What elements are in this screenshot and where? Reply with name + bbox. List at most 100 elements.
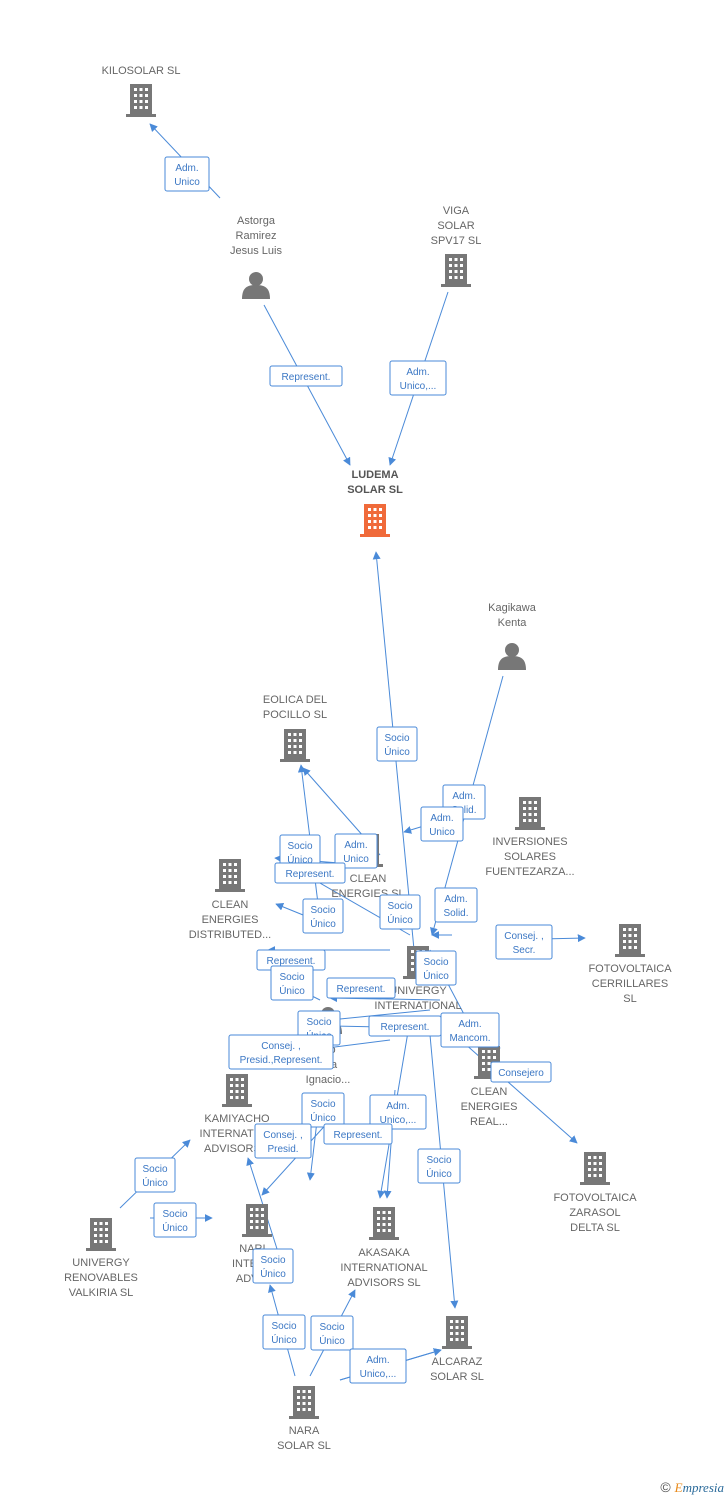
edge-label-box[interactable] [490, 1061, 552, 1083]
node-kilosolar[interactable]: KILOSOLAR SL [102, 65, 181, 117]
edge-label-box[interactable] [369, 1094, 427, 1130]
edge-label[interactable]: Adm.Unico,... [389, 360, 447, 396]
edge-label-text: Represent. [267, 956, 316, 967]
building-icon [442, 1316, 472, 1349]
edge-label[interactable]: Adm.Unico,... [349, 1348, 407, 1384]
edge-label-box[interactable] [417, 1148, 461, 1184]
edge-label-box[interactable] [274, 862, 346, 884]
building-icon [215, 859, 245, 892]
node-label: INTERNATIONAL [340, 1262, 427, 1274]
edge-label-box[interactable] [495, 924, 553, 960]
node-label: FUENTEZARZA... [485, 866, 574, 878]
edge-label-box[interactable] [415, 950, 457, 986]
edge-label-box[interactable] [376, 726, 418, 762]
node-clean-real[interactable]: CLEANENERGIESREAL... [461, 1046, 518, 1128]
brand-logo[interactable]: Empresia [674, 1480, 724, 1495]
edge-label[interactable]: Represent. [326, 977, 396, 999]
edge-label-box[interactable] [334, 833, 378, 869]
edge-label[interactable]: Represent. [323, 1123, 393, 1145]
node-label: CLEAN [350, 873, 387, 885]
edge-label[interactable]: Represent. [274, 862, 346, 884]
node-label: CERRILLARES [592, 978, 668, 990]
edge-label-text: Adm. [366, 1355, 389, 1366]
edge-label-text: Represent. [381, 1022, 430, 1033]
edge-label-box[interactable] [269, 365, 343, 387]
edge-label-box[interactable] [262, 1314, 306, 1350]
edge-label-text: Único [279, 984, 305, 997]
edge-label-text: Represent. [337, 984, 386, 995]
edge-label[interactable]: Adm.Unico [164, 156, 210, 192]
edge-label-box[interactable] [326, 977, 396, 999]
edge-label-text: Socio [306, 1017, 331, 1028]
edge-label[interactable]: Adm.Unico,... [369, 1094, 427, 1130]
edge-label-box[interactable] [420, 806, 464, 842]
edge-label-text: Adm. [430, 813, 453, 824]
person-icon [498, 643, 526, 670]
edge-label[interactable]: Consej. ,Presid. [254, 1123, 312, 1159]
node-label: FOTOVOLTAICA [588, 963, 672, 975]
edge-label-box[interactable] [389, 360, 447, 396]
edge-label-box[interactable] [349, 1348, 407, 1384]
edge-label-box[interactable] [153, 1202, 197, 1238]
edge-label[interactable]: Adm.Unico [334, 833, 378, 869]
edge-label[interactable]: Consejero [490, 1061, 552, 1083]
edge-label-box[interactable] [434, 887, 478, 923]
node-inversiones[interactable]: INVERSIONESSOLARESFUENTEZARZA... [485, 797, 575, 878]
edge-label-box[interactable] [164, 156, 210, 192]
edge-label-box[interactable] [301, 1092, 345, 1128]
edge-label-text: Adm. [452, 791, 475, 802]
node-label: INVERSIONES [492, 836, 567, 848]
node-label: AKASAKA [358, 1247, 410, 1259]
edge-label[interactable]: Represent. [269, 365, 343, 387]
person-icon [242, 272, 270, 299]
edge-label-box[interactable] [270, 965, 314, 1001]
node-label: Kagikawa [488, 602, 537, 614]
edge-label[interactable]: Adm.Solid. [434, 887, 478, 923]
edge-label-box[interactable] [228, 1034, 334, 1070]
edge-label-box[interactable] [134, 1157, 176, 1193]
edge-label-box[interactable] [379, 894, 421, 930]
edge-label-box[interactable] [254, 1123, 312, 1159]
edge-label[interactable]: Adm.Unico [420, 806, 464, 842]
edge-label-box[interactable] [323, 1123, 393, 1145]
edge-line [454, 1034, 578, 1144]
edge-label-text: Adm. [458, 1019, 481, 1030]
node-clean-dist[interactable]: CLEANENERGIESDISTRIBUTED... [189, 859, 272, 941]
edge-label[interactable]: Consej. ,Secr. [495, 924, 553, 960]
edge-label[interactable]: Represent. [368, 1015, 442, 1037]
edge-label-box[interactable] [302, 898, 344, 934]
edge-label-text: Único [384, 745, 410, 758]
edge-label-box[interactable] [252, 1248, 294, 1284]
edge-label-box[interactable] [310, 1315, 354, 1351]
edge-label[interactable]: Adm.Mancom. [440, 1012, 500, 1048]
footer-brand: ©Empresia [660, 1479, 724, 1496]
edge-label-box[interactable] [440, 1012, 500, 1048]
edge-label[interactable]: Consej. ,Presid.,Represent. [228, 1034, 334, 1070]
node-label: EOLICA DEL [263, 694, 327, 706]
edge-label-text: Único [162, 1221, 188, 1234]
